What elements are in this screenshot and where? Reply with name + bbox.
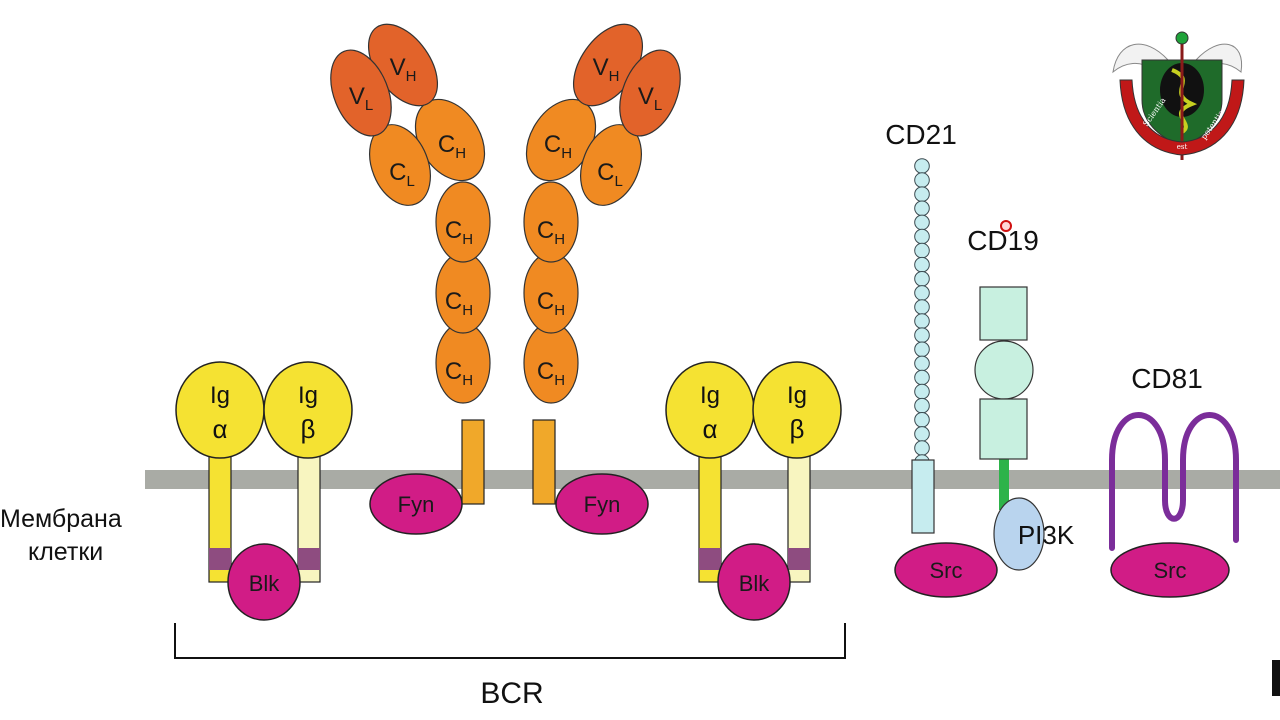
motto-ribbon xyxy=(1119,79,1245,156)
ig-alpha-beta-right: Ig α Ig β Blk xyxy=(665,361,842,621)
ch-label: CH xyxy=(438,131,466,162)
cd21-scr-bead xyxy=(914,355,930,372)
cd21-scr-bead xyxy=(914,271,930,287)
blk-kinase-left xyxy=(227,543,301,621)
fyn-kinase-left xyxy=(369,473,463,535)
motto-word-2: est xyxy=(1177,143,1188,151)
ch-label: CH xyxy=(537,358,565,389)
heavy-chain-tm-right xyxy=(532,419,556,505)
vl-domain xyxy=(330,49,392,137)
cd21-scr-bead xyxy=(914,285,930,301)
ig-alpha-label: Ig xyxy=(700,382,720,409)
cd21-scr-bead xyxy=(914,440,930,456)
ch-label: CH xyxy=(537,217,565,248)
cursor-marker xyxy=(1000,220,1012,232)
cd19-receptor xyxy=(974,286,1045,571)
vl-label: VL xyxy=(638,83,662,114)
cd21-scr-bead xyxy=(914,383,930,400)
beta-symbol: β xyxy=(301,414,316,444)
cd21-receptor: Src xyxy=(894,158,998,598)
cd81-tetraspanin: Src xyxy=(1109,412,1239,598)
cd21-scr-bead xyxy=(914,186,930,202)
cd21-scr-bead xyxy=(914,242,930,259)
ig-beta-label: Ig xyxy=(298,382,318,409)
cd21-scr-bead xyxy=(914,158,930,174)
cd19-domain-middle xyxy=(974,340,1034,400)
cl-label: CL xyxy=(389,159,415,190)
cd21-scr-bead xyxy=(914,327,930,344)
ch-label: CH xyxy=(544,131,572,162)
pi3k-label: PI3K xyxy=(1018,520,1075,550)
beta-symbol: β xyxy=(790,414,805,444)
ch-label: CH xyxy=(445,358,473,389)
cd21-scr-bead xyxy=(914,412,930,428)
alpha-symbol: α xyxy=(212,414,227,444)
cl-label: CL xyxy=(597,159,623,190)
fyn-label: Fyn xyxy=(584,492,621,517)
ig-alpha-label: Ig xyxy=(210,382,230,409)
cd21-scr-bead xyxy=(914,397,930,414)
cd81-label: CD81 xyxy=(1131,363,1203,394)
cd21-scr-bead xyxy=(914,341,930,358)
pi3k-kinase xyxy=(993,497,1045,571)
ig-alpha-beta-left: Ig α Ig β Blk xyxy=(175,361,353,621)
cd21-scr-bead xyxy=(914,369,930,386)
cd21-scr-domains xyxy=(914,158,930,470)
src-label: Src xyxy=(930,558,963,583)
cd21-scr-bead xyxy=(914,299,930,315)
ch-label: CH xyxy=(537,288,565,319)
membrane-label-line1: Мембрана xyxy=(0,505,122,533)
blk-label: Blk xyxy=(739,571,771,596)
ch-domain xyxy=(435,181,491,263)
cd21-scr-bead xyxy=(914,256,930,273)
cd19-domain-bottom xyxy=(979,398,1028,460)
alpha-symbol: α xyxy=(702,414,717,444)
ig-beta-left xyxy=(263,361,353,459)
src-kinase-cd21 xyxy=(894,542,998,598)
cd21-scr-bead xyxy=(914,172,930,188)
ig-beta-right xyxy=(752,361,842,459)
ch-label: CH xyxy=(445,217,473,248)
cd19-domain-top xyxy=(979,286,1028,341)
src-label: Src xyxy=(1154,558,1187,583)
ch-label: CH xyxy=(445,288,473,319)
cd21-scr-bead xyxy=(914,313,930,329)
bcr-label: BCR xyxy=(480,677,543,710)
ch-domain xyxy=(523,181,579,263)
bcr-bracket xyxy=(174,623,846,659)
fyn-kinase-right xyxy=(555,473,649,535)
staff-top-icon xyxy=(1175,31,1189,45)
fyn-label: Fyn xyxy=(398,492,435,517)
blk-kinase-right xyxy=(717,543,791,621)
vl-domain xyxy=(619,49,681,137)
cd21-label: CD21 xyxy=(885,119,957,150)
edge-mark xyxy=(1272,660,1280,696)
cd21-scr-bead xyxy=(914,200,930,217)
membrane-label-line2: клетки xyxy=(28,538,103,566)
vh-label: VH xyxy=(390,54,417,85)
cd21-tm xyxy=(911,459,935,534)
ig-beta-label: Ig xyxy=(787,382,807,409)
membrane-immunoglobulin: CH CH CH CH CL VH VL CH CH CH CH CL VH V… xyxy=(330,23,681,535)
cd19-tm xyxy=(999,458,1009,510)
cd21-scr-bead xyxy=(914,228,930,245)
cd21-scr-bead xyxy=(914,426,930,442)
cd21-scr-bead xyxy=(914,214,930,231)
vl-label: VL xyxy=(349,83,373,114)
heavy-chain-tm-left xyxy=(461,419,485,505)
vh-label: VH xyxy=(593,54,620,85)
cd81-membrane-loops xyxy=(1109,412,1239,551)
caduceus-logo: Scientia est potentia xyxy=(1112,31,1245,160)
blk-label: Blk xyxy=(249,571,281,596)
src-kinase-cd81 xyxy=(1110,542,1230,598)
